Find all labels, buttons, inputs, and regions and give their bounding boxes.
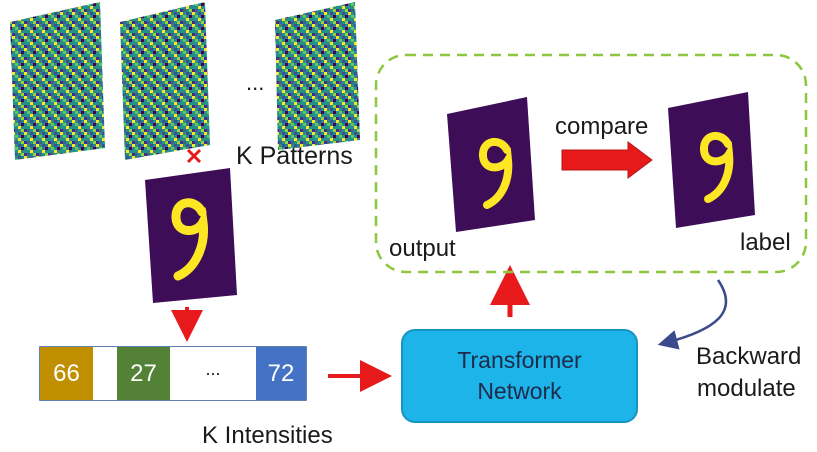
output-label: output — [389, 235, 456, 262]
patterns-ellipsis: ... — [246, 70, 265, 95]
network-line-1: Transformer — [457, 347, 582, 373]
patterns-label: K Patterns — [236, 142, 353, 170]
pattern-image-1 — [10, 2, 105, 160]
modulate-label: modulate — [697, 375, 796, 402]
comparison-dashed-box — [374, 53, 808, 274]
label-label: label — [740, 229, 791, 256]
compare-label: compare — [555, 113, 649, 140]
input-digit-image — [145, 168, 237, 303]
output-digit-image — [447, 97, 535, 232]
intensity-cell-last: 72 — [256, 347, 306, 400]
intensity-cell-ellipsis: ... — [170, 347, 256, 400]
intensities-label: K Intensities — [202, 422, 333, 449]
backward-modulate-arrow — [657, 279, 728, 350]
compare-arrow — [561, 141, 653, 179]
multiply-icon — [186, 148, 202, 164]
intensity-cell-2 — [93, 347, 117, 400]
backward-label: Backward — [696, 343, 802, 370]
label-digit-image — [668, 92, 755, 228]
pattern-image-3 — [275, 2, 360, 150]
pattern-image-2 — [120, 2, 210, 160]
intensity-cell-3: 27 — [117, 347, 170, 400]
intensity-cell-1: 66 — [40, 347, 93, 400]
network-line-2: Network — [477, 378, 562, 404]
transformer-network-box: Transformer Network — [401, 329, 638, 423]
